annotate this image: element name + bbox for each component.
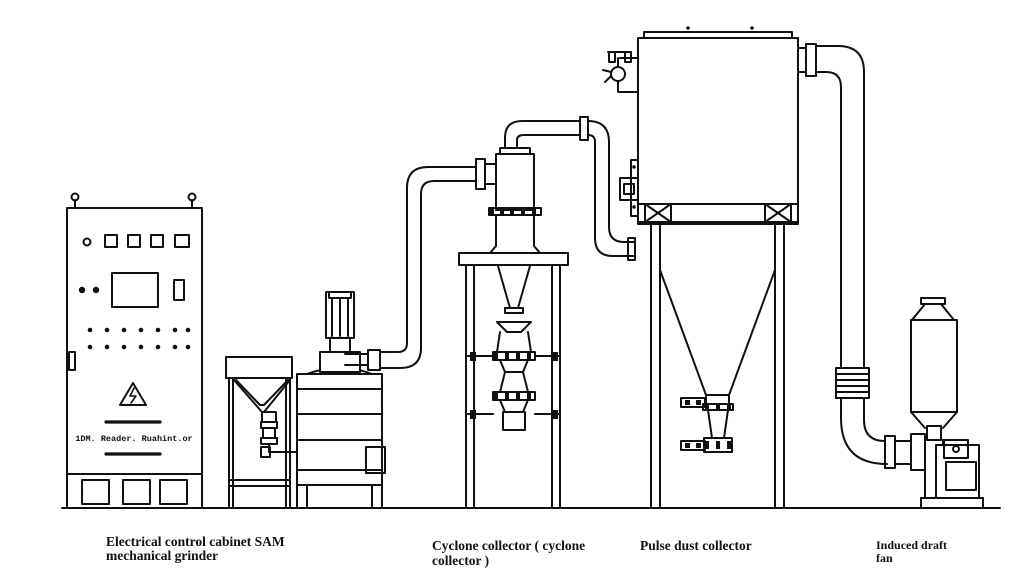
mechanical-grinder — [296, 291, 386, 509]
pulse-dust-collector — [602, 31, 807, 509]
cyclone-collector — [458, 147, 569, 509]
cabinet-panel-text: 1DM. Reader. Ruahint.or — [75, 434, 192, 444]
pipe-pulse-to-fan — [805, 43, 926, 471]
caption-fan-line2: fan — [876, 551, 893, 565]
induced-draft-fan — [910, 297, 984, 509]
caption-cabinet-grinder-line2: mechanical grinder — [106, 548, 219, 563]
pipe-cyclone-to-pulse — [504, 116, 636, 261]
caption-cabinet-grinder-line1: Electrical control cabinet SAM — [106, 534, 285, 549]
caption-cyclone-line2: collector ) — [432, 553, 490, 568]
caption-fan-line1: Induced draft — [876, 538, 948, 552]
pulse-collector-bolts — [632, 26, 754, 449]
cyclone-flange-bolts — [470, 209, 558, 419]
grinder-hopper-frame — [225, 356, 299, 509]
cabinet-button-grid — [87, 327, 191, 350]
caption-pulse-dust-collector: Pulse dust collector — [640, 538, 752, 553]
caption-cyclone-line1: Cyclone collector ( cyclone — [432, 538, 586, 553]
electrical-control-cabinet — [66, 192, 203, 509]
pipe-grinder-to-cyclone — [344, 158, 497, 371]
cabinet-blurred-label-lines — [104, 420, 162, 456]
